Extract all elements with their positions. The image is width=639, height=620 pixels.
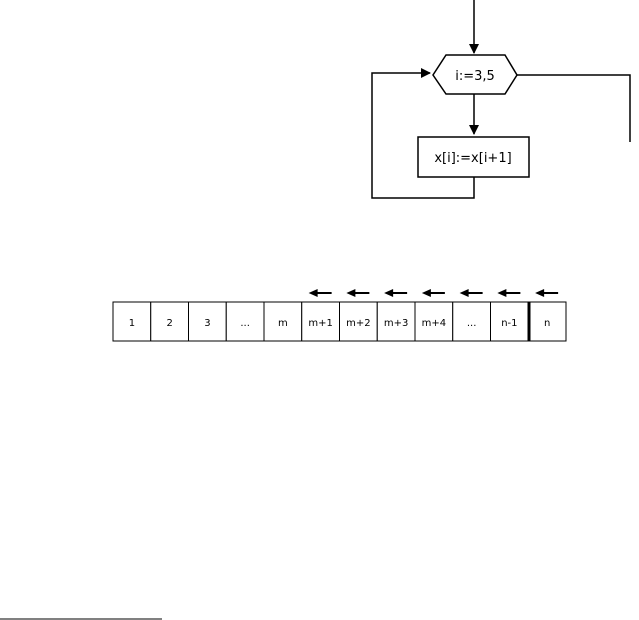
shift-left-arrow	[421, 289, 445, 297]
array-cell-label: 2	[166, 318, 172, 329]
shift-left-arrow	[535, 289, 559, 297]
array-cell-label: m	[278, 318, 288, 329]
flowchart: i:=3,5 x[i]:=x[i+1]	[371, 0, 631, 199]
array-cell: 3	[188, 301, 227, 342]
shift-left-arrow	[308, 289, 332, 297]
loop-header-label: i:=3,5	[455, 69, 495, 84]
shift-arrows	[308, 289, 559, 297]
array-cell-label: 1	[129, 318, 135, 329]
array-cell-box	[376, 301, 416, 342]
array-cell-label: m+2	[346, 318, 370, 329]
array-cell: m+4	[414, 301, 454, 342]
array-cell: m+1	[301, 301, 340, 342]
shift-left-arrow	[384, 289, 408, 297]
array-cell-box	[490, 301, 529, 342]
shift-left-arrow	[497, 289, 521, 297]
exit-line	[517, 74, 631, 142]
array-cell-box	[452, 301, 491, 342]
array-cell: m+2	[339, 301, 378, 342]
loop-header-hexagon	[432, 54, 518, 95]
array-cells: 1 2 3... m m+1 m+2 m+3 m+4... n-1 n	[112, 301, 567, 342]
array-cell-label: ...	[240, 318, 250, 329]
array-cell-box	[414, 301, 454, 342]
array-cell: 2	[150, 301, 189, 342]
array-cell: m	[263, 301, 303, 342]
array-cell-box	[188, 301, 227, 342]
array-cell-box	[150, 301, 189, 342]
array-cell-label: m+1	[308, 318, 332, 329]
array-cell-box	[263, 301, 303, 342]
array-cell: n	[527, 301, 567, 342]
process-label: x[i]:=x[i+1]	[434, 151, 511, 166]
array-cell-label: ...	[467, 318, 477, 329]
array-cell-label: m+3	[384, 318, 408, 329]
shift-left-arrow	[459, 289, 483, 297]
array-cell-label: n-1	[501, 318, 517, 329]
shift-left-arrow	[346, 289, 370, 297]
array-cell: m+3	[376, 301, 416, 342]
array-cell-box	[301, 301, 340, 342]
array-cell: ...	[225, 301, 265, 342]
array-strip: 1 2 3... m m+1 m+2 m+3 m+4... n-1 n	[112, 289, 567, 342]
array-cell-label: 3	[204, 318, 210, 329]
array-cell-label: m+4	[422, 318, 446, 329]
array-cell-box	[225, 301, 265, 342]
process-box	[417, 136, 530, 178]
array-cell-label: n	[544, 318, 550, 329]
loop-back-arrow	[371, 68, 475, 199]
array-cell-box	[527, 301, 567, 342]
array-cell: 1	[112, 301, 152, 342]
array-cell: ...	[452, 301, 491, 342]
array-cell-box	[339, 301, 378, 342]
array-cell: n-1	[490, 301, 529, 342]
